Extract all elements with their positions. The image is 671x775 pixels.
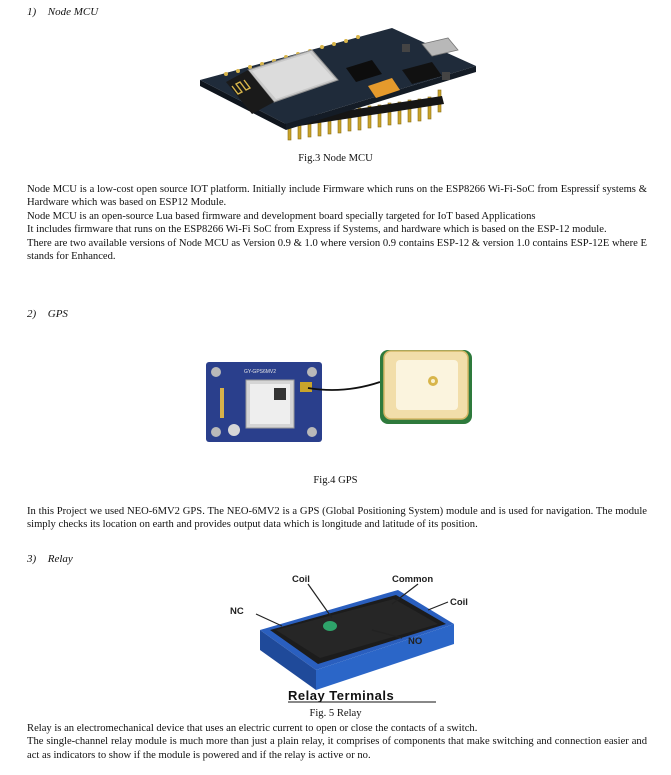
- nodemcu-body: Node MCU is a low-cost open source IOT p…: [27, 183, 647, 263]
- relay-label-no: NO: [408, 636, 422, 647]
- paragraph: The single-channel relay module is much …: [27, 736, 647, 761]
- gps-body: In this Project we used NEO-6MV2 GPS. Th…: [27, 505, 647, 532]
- relay-label-coil-left: Coil: [292, 574, 310, 585]
- paragraph: Node MCU is an open-source Lua based fir…: [27, 210, 536, 222]
- section-heading-nodemcu: 1) Node MCU: [27, 6, 98, 19]
- paragraph: There are two available versions of Node…: [27, 237, 647, 263]
- figure-caption-relay: Fig. 5 Relay: [309, 708, 362, 719]
- relay-image-title: Relay Terminals: [288, 688, 394, 703]
- relay-label-coil-right: Coil: [450, 597, 468, 608]
- relay-body: Relay is an electromechanical device tha…: [27, 722, 647, 762]
- figure-caption-nodemcu: Fig.3 Node MCU: [298, 153, 373, 164]
- nodemcu-board-image: [200, 28, 476, 141]
- paragraph: Relay is an electromechanical device tha…: [27, 723, 478, 734]
- paragraph: In this Project we used NEO-6MV2 GPS. Th…: [27, 506, 647, 531]
- relay-terminals-image: Coil Common Coil NC NO Relay Terminals: [230, 574, 468, 703]
- section-title: Node MCU: [47, 6, 99, 18]
- section-heading-gps: 2) GPS: [27, 308, 68, 321]
- gps-board-label: GY-GPS6MV2: [244, 369, 276, 375]
- relay-label-common: Common: [392, 574, 433, 585]
- section-title: Relay: [47, 553, 73, 565]
- gps-module-image: GY-GPS6MV2: [206, 350, 472, 442]
- paragraph: Node MCU is a low-cost open source IOT p…: [27, 184, 647, 209]
- section-title: GPS: [47, 308, 68, 320]
- section-number: 1): [27, 6, 37, 18]
- section-heading-relay: 3) Relay: [27, 553, 73, 566]
- section-number: 2): [27, 308, 37, 320]
- relay-label-nc: NC: [230, 606, 244, 617]
- paragraph: It includes firmware that runs on the ES…: [27, 224, 607, 236]
- figure-caption-gps: Fig.4 GPS: [313, 475, 358, 486]
- section-number: 3): [27, 553, 37, 565]
